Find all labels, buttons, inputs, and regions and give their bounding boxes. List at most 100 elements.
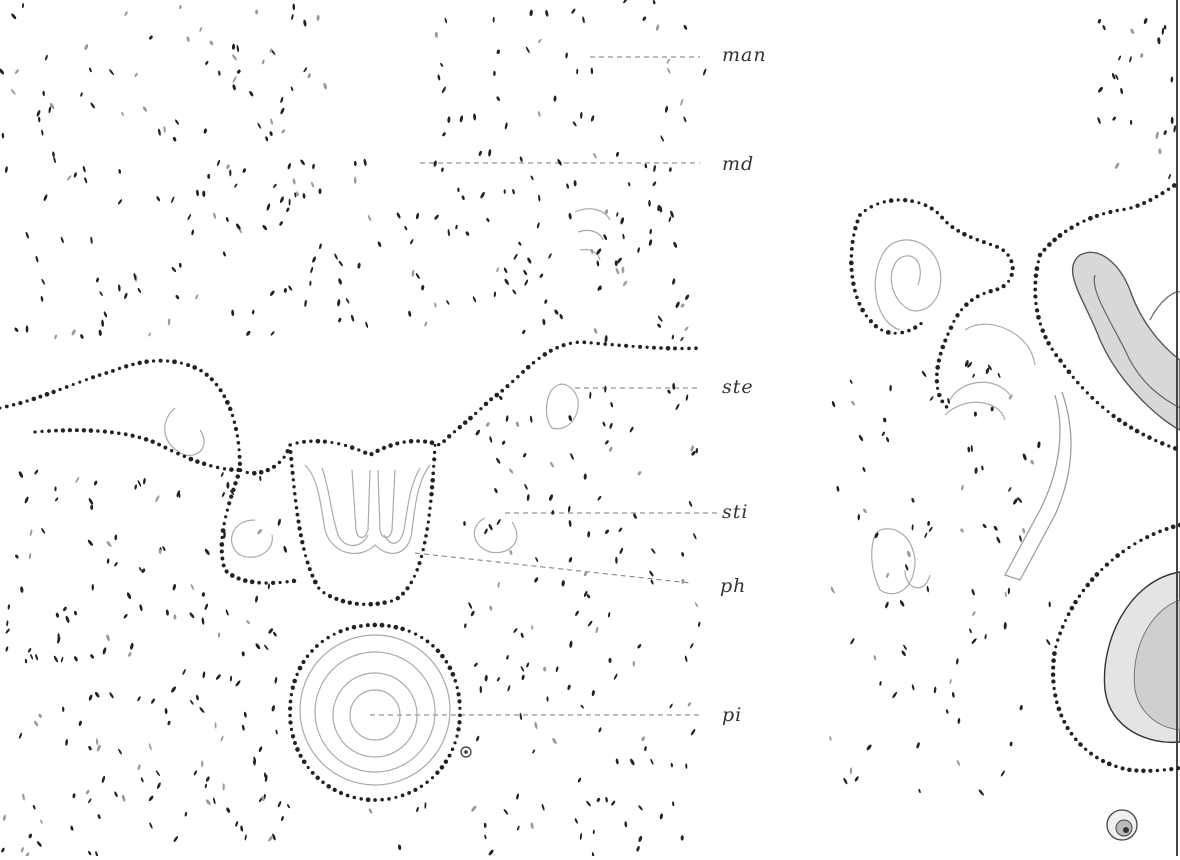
epithelial-nucleus — [170, 449, 173, 452]
mesenchyme-nucleus — [610, 800, 616, 806]
right-curve-2 — [965, 324, 1035, 365]
mesenchyme-nucleus — [265, 136, 269, 142]
epithelial-nucleus — [310, 649, 314, 653]
mesenchyme-nucleus — [1000, 770, 1005, 777]
mesenchyme-nucleus — [205, 799, 212, 806]
epithelial-nucleus — [444, 759, 448, 763]
mesenchyme-nucleus — [538, 194, 541, 201]
epithelial-nucleus — [458, 707, 461, 710]
epithelial-nucleus — [250, 580, 255, 585]
mesenchyme-nucleus — [650, 758, 654, 765]
mesenchyme-nucleus — [899, 600, 905, 608]
mesenchyme-nucleus — [334, 253, 339, 260]
mesenchyme-nucleus — [503, 267, 508, 274]
epithelial-nucleus — [103, 429, 107, 433]
mesenchyme-nucleus — [368, 808, 373, 814]
epithelial-nucleus — [1052, 238, 1057, 243]
epithelial-nucleus — [1127, 546, 1130, 549]
mesenchyme-nucleus — [258, 746, 263, 753]
mesenchyme-nucleus — [241, 724, 245, 731]
mesenchyme-nucleus — [137, 764, 141, 771]
epithelial-nucleus — [223, 522, 226, 525]
epithelial-nucleus — [321, 640, 324, 643]
leader-lines — [370, 57, 720, 715]
epithelial-nucleus — [82, 428, 86, 432]
mesenchyme-nucleus — [114, 791, 119, 798]
epithelial-nucleus — [955, 313, 959, 317]
epithelial-nucleus — [1036, 315, 1041, 320]
mesenchyme-nucleus — [580, 112, 583, 119]
epithelial-nucleus — [976, 294, 980, 298]
mesenchyme-nucleus — [187, 214, 192, 221]
mesenchyme-nucleus — [27, 648, 31, 653]
epithelial-nucleus — [1078, 595, 1081, 598]
epithelial-nucleus — [1156, 769, 1160, 773]
mesenchyme-nucleus — [80, 92, 83, 97]
mesenchyme-nucleus — [522, 452, 527, 458]
mesenchyme-nucleus — [242, 168, 247, 174]
mesenchyme-nucleus — [591, 852, 594, 856]
mesenchyme-nucleus — [38, 713, 43, 718]
small-cell-core — [464, 750, 468, 754]
epithelial-nucleus — [61, 428, 65, 432]
mesenchyme-nucleus — [70, 825, 74, 831]
mesenchyme-nucleus — [843, 777, 849, 785]
mesenchyme-nucleus — [411, 269, 414, 277]
mesenchyme-nucleus — [1004, 592, 1007, 597]
epithelial-nucleus — [1051, 666, 1055, 670]
mesenchyme-nucleus — [644, 746, 647, 751]
mesenchyme-nucleus — [493, 291, 496, 297]
epithelial-nucleus — [307, 766, 310, 769]
mesenchyme-nucleus — [902, 644, 907, 650]
mesenchyme-nucleus — [1114, 162, 1120, 170]
epithelial-nucleus — [271, 581, 275, 585]
epithelial-nucleus — [874, 324, 878, 328]
epithelial-nucleus — [334, 597, 338, 601]
epithelial-nucleus — [860, 308, 865, 313]
epithelial-nucleus — [1154, 439, 1157, 442]
epithelial-nucleus — [238, 462, 242, 466]
epithelial-nucleus — [632, 345, 635, 348]
mesenchyme-nucleus — [873, 655, 877, 661]
mesenchyme-nucleus — [14, 69, 19, 75]
mesenchyme-nucleus — [486, 217, 491, 222]
mesenchyme-nucleus — [396, 212, 401, 219]
mesenchyme-nucleus — [918, 789, 921, 794]
mesenchyme-nucleus — [236, 69, 241, 74]
mesenchyme-nucleus — [667, 389, 672, 394]
epithelial-nucleus — [943, 338, 947, 342]
epithelial-nucleus — [489, 397, 493, 401]
epithelial-nucleus — [233, 421, 236, 424]
epithelial-nucleus — [590, 341, 593, 344]
mesenchyme-nucleus — [862, 508, 867, 514]
mesenchyme-nucleus — [268, 583, 271, 589]
mesenchyme-nucleus — [539, 273, 544, 279]
mesenchyme-nucleus — [649, 570, 655, 577]
epithelial-nucleus — [1043, 335, 1047, 339]
mesenchyme-nucleus — [222, 783, 224, 790]
epithelial-nucleus — [1074, 737, 1078, 741]
epithelial-nucleus — [372, 623, 377, 628]
mesenchyme-nucleus — [697, 621, 700, 627]
mesenchyme-nucleus — [1045, 639, 1051, 646]
epithelial-nucleus — [463, 420, 468, 425]
mesenchyme-nucleus — [54, 497, 58, 502]
epithelial-nucleus — [124, 364, 128, 368]
epithelial-nucleus — [1035, 266, 1040, 271]
mesenchyme-nucleus — [672, 801, 675, 806]
mesenchyme-nucleus — [441, 86, 447, 94]
mesenchyme-nucleus — [521, 674, 525, 680]
mesenchyme-nucleus — [595, 248, 602, 256]
epithelial-nucleus — [369, 452, 373, 456]
epithelial-nucleus — [89, 428, 94, 433]
mesenchyme-nucleus — [316, 15, 320, 21]
epithelial-nucleus — [363, 451, 367, 455]
mesenchyme-nucleus — [220, 472, 224, 477]
epithelial-nucleus — [886, 330, 891, 335]
mesenchyme-nucleus — [472, 296, 477, 303]
epithelial-nucleus — [1115, 553, 1120, 558]
mesenchyme-nucleus — [48, 106, 51, 113]
epithelial-nucleus — [297, 526, 301, 530]
epithelial-nucleus — [1082, 589, 1085, 592]
